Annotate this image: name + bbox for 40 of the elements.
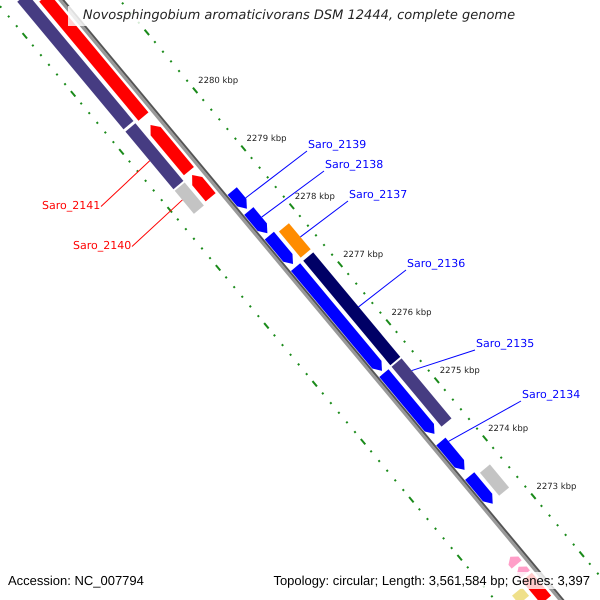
gene-block — [264, 232, 293, 264]
gene-block — [192, 174, 216, 202]
gene-bar — [278, 223, 311, 258]
gene-bar — [174, 182, 204, 214]
scale-label: 2279 kbp — [246, 134, 287, 146]
gene-block — [228, 187, 247, 209]
gene-block — [244, 207, 268, 234]
gene-block — [508, 556, 522, 569]
gene-bar — [125, 123, 184, 190]
gene-label: Saro_2137 — [349, 188, 408, 201]
leader-line — [411, 350, 476, 372]
gene-label: Saro_2136 — [407, 257, 466, 270]
gene-label: Saro_2139 — [308, 138, 366, 151]
scale-label: 2275 kbp — [440, 366, 480, 378]
leader-line — [245, 150, 308, 198]
scale-label: 2274 kbp — [488, 424, 528, 436]
leader-line — [100, 160, 150, 207]
gene-block — [290, 263, 382, 371]
gene-label: Saro_2141 — [42, 199, 100, 212]
gene-block — [150, 125, 194, 176]
scale-label: 2273 kbp — [536, 482, 576, 494]
scale-label: 2276 kbp — [391, 308, 432, 320]
gene-block — [379, 369, 434, 434]
gene-label: Saro_2134 — [522, 388, 580, 401]
leader-line — [358, 270, 406, 308]
footer-text: Topology: circular; Length: 3,561,584 bp; Genes: 3,397 — [273, 572, 590, 589]
scale-label: 2278 kbp — [294, 192, 335, 204]
gene-block — [436, 438, 465, 470]
gene-label: Saro_2140 — [73, 239, 132, 252]
gene-label: Saro_2135 — [476, 337, 534, 350]
gene-label: Saro_2138 — [325, 158, 384, 171]
scale-label: 2277 kbp — [343, 250, 384, 262]
scale-label: 2280 kbp — [198, 76, 238, 88]
leader-line — [300, 200, 348, 238]
gene-bar — [512, 587, 530, 600]
leader-line — [132, 199, 183, 247]
gene-block — [465, 472, 493, 504]
leader-line — [448, 400, 522, 442]
gene-bar — [480, 464, 510, 496]
leader-line — [261, 170, 324, 218]
